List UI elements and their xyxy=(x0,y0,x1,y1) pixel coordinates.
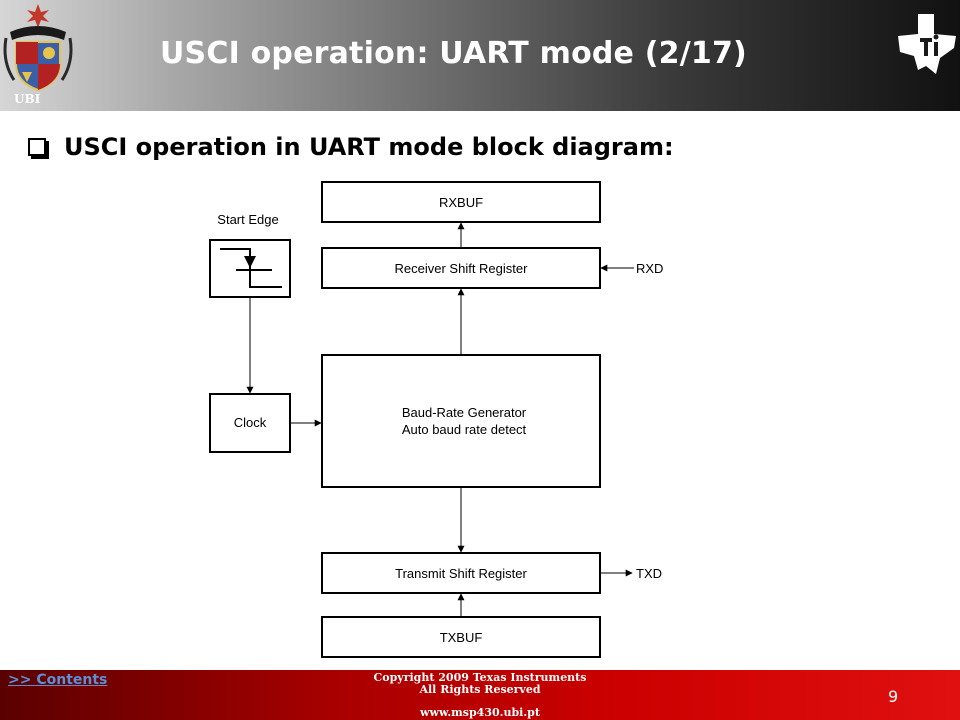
transmit-shift-register-label: Transmit Shift Register xyxy=(395,566,527,581)
university-label: UBI xyxy=(14,92,41,106)
website-url: www.msp430.ubi.pt xyxy=(420,706,540,719)
receiver-shift-register-label: Receiver Shift Register xyxy=(395,261,529,276)
edge-arrow-icon xyxy=(244,256,256,268)
copyright-notice: Copyright 2009 Texas Instruments All Rig… xyxy=(330,672,630,696)
slide-footer: >> Contents Copyright 2009 Texas Instrum… xyxy=(0,670,960,720)
university-crest-icon xyxy=(3,4,73,92)
start-edge-label: Start Edge xyxy=(217,212,278,227)
slide-header: UBI USCI operation: UART mode (2/17) xyxy=(0,0,960,111)
clock-block xyxy=(209,393,291,453)
contents-link[interactable]: >> Contents xyxy=(8,672,108,688)
transmit-shift-register-block xyxy=(321,552,601,594)
texas-instruments-logo-icon xyxy=(898,14,956,74)
rxbuf-label: RXBUF xyxy=(439,195,483,210)
slide-title: USCI operation: UART mode (2/17) xyxy=(160,36,747,71)
txbuf-label: TXBUF xyxy=(440,630,483,645)
copyright-line-1: Copyright 2009 Texas Instruments xyxy=(373,671,587,684)
auto-baud-rate-detect-label: Auto baud rate detect xyxy=(402,422,527,437)
page-number: 9 xyxy=(888,687,899,706)
bullet-text: USCI operation in UART mode block diagra… xyxy=(64,133,674,161)
baud-rate-generator-label: Baud-Rate Generator xyxy=(402,405,527,420)
clock-label: Clock xyxy=(234,415,267,430)
square-bullet-icon xyxy=(28,138,46,156)
baud-rate-generator-block xyxy=(321,354,601,488)
copyright-line-2: All Rights Reserved xyxy=(419,683,541,696)
rxd-label: RXD xyxy=(636,261,663,276)
txd-label: TXD xyxy=(636,566,662,581)
rxbuf-block xyxy=(321,181,601,223)
bullet-point: USCI operation in UART mode block diagra… xyxy=(28,130,674,164)
